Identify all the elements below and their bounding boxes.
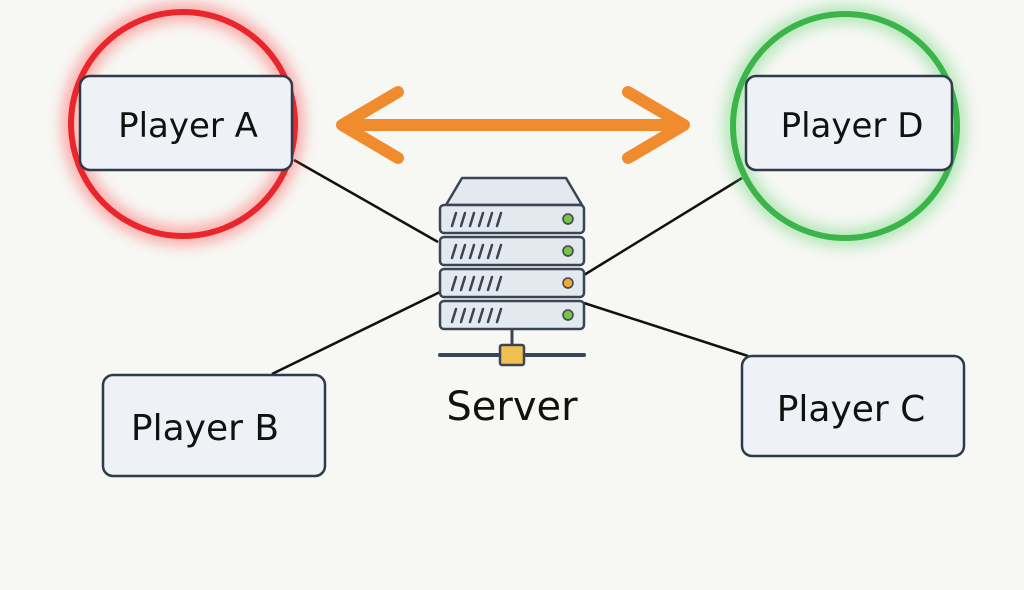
player-c-node: Player C — [740, 354, 966, 458]
player-a-label: Player A — [118, 106, 258, 146]
player-b-node: Player B — [101, 373, 327, 478]
connection-line-player-d — [583, 176, 743, 277]
network-connector-icon — [498, 343, 526, 367]
connection-line-player-b — [271, 290, 441, 376]
highlight-circle-red — [62, 3, 304, 245]
player-c-label: Player C — [777, 389, 926, 430]
double-arrow — [336, 86, 690, 164]
server-icon — [438, 176, 586, 367]
status-led-icon — [562, 245, 574, 257]
status-led-icon — [562, 277, 574, 289]
highlight-circle-green — [724, 5, 966, 247]
player-a-node: Player A — [78, 74, 294, 172]
player-d-node: Player D — [744, 74, 954, 172]
connection-line-player-c — [583, 301, 749, 358]
status-led-icon — [562, 309, 574, 321]
player-b-label: Player B — [131, 408, 279, 449]
player-d-label: Player D — [781, 106, 924, 146]
status-led-icon — [562, 213, 574, 225]
server-label: Server — [446, 384, 578, 430]
connection-line-player-a — [293, 158, 439, 244]
